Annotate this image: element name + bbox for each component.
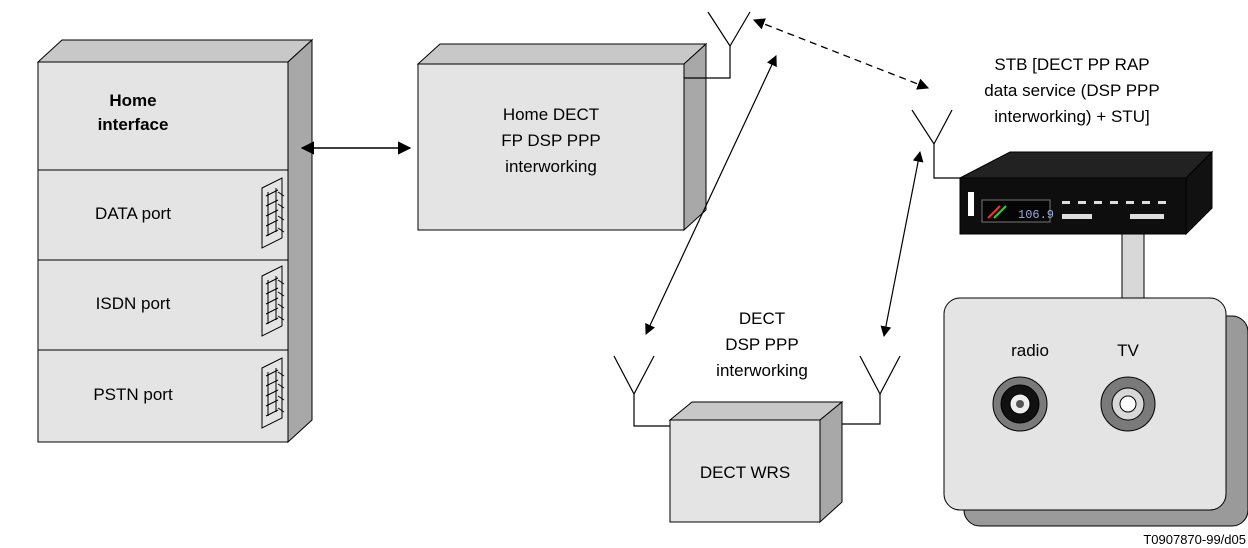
wrs-face [669,419,821,523]
home-interface-top [36,39,314,63]
data-port-label: DATA port [95,204,171,223]
tv-label: TV [1117,341,1139,360]
home-dect-face [417,63,685,231]
wrs-caption-line3: interworking [716,361,808,380]
stb-label-line2: data service (DSP PPP [984,81,1159,100]
wall-socket: radio TV [943,297,1248,527]
stb-device-icon: 106.9 [959,150,1214,236]
tv-socket-icon [1100,376,1156,432]
wrs-side [819,400,843,524]
stb-label-line1: STB [DECT PP RAP [994,55,1149,74]
wrs-left-antenna-icon [613,355,670,427]
home-dect-line1: Home DECT [503,105,599,124]
stb-antenna-icon [911,109,966,179]
home-interface-stack: Home interface DATA port ISDN port PSTN … [36,38,314,444]
isdn-port-label: ISDN port [96,294,171,313]
isdn-port-panel [37,259,289,351]
home-dect-box: Home DECT FP DSP PPP interworking [416,42,708,232]
home-interface-title-line2: interface [98,115,169,134]
stb-frequency-display: 106.9 [1018,208,1054,222]
home-dect-top [416,43,708,65]
wrs-right-antenna-icon [840,355,901,425]
radio-label: radio [1011,341,1049,360]
data-port-panel [37,169,289,261]
dect-wrs-box: DECT WRS [668,400,844,524]
home-dect-to-stb-radio-link [752,18,930,90]
home-dect-line2: FP DSP PPP [501,131,601,150]
wrs-top [668,401,844,421]
data-port-connector-icon [261,177,285,249]
wall-socket-face [943,297,1227,511]
figure-reference: T0907870-99/d05 [1143,532,1246,547]
wrs-caption-line1: DECT [739,309,785,328]
radio-socket-icon [992,376,1048,432]
home-dect-line3: interworking [505,157,597,176]
pstn-port-panel [37,349,289,443]
stb-label-line3: interworking) + STU] [994,107,1149,126]
pstn-port-label: PSTN port [93,385,173,404]
home-interface-header [37,61,289,171]
stb-to-wrs-radio-link [880,150,924,338]
home-dect-to-wrs-radio-link [645,55,777,335]
pstn-port-connector-icon [261,357,285,429]
dect-wrs-label: DECT WRS [700,463,790,482]
isdn-port-connector-icon [261,265,285,337]
wrs-caption-line2: DSP PPP [725,335,798,354]
home-interface-side [287,38,313,444]
home-dect-side [683,42,707,232]
home-interface-title-line1: Home [109,91,156,110]
